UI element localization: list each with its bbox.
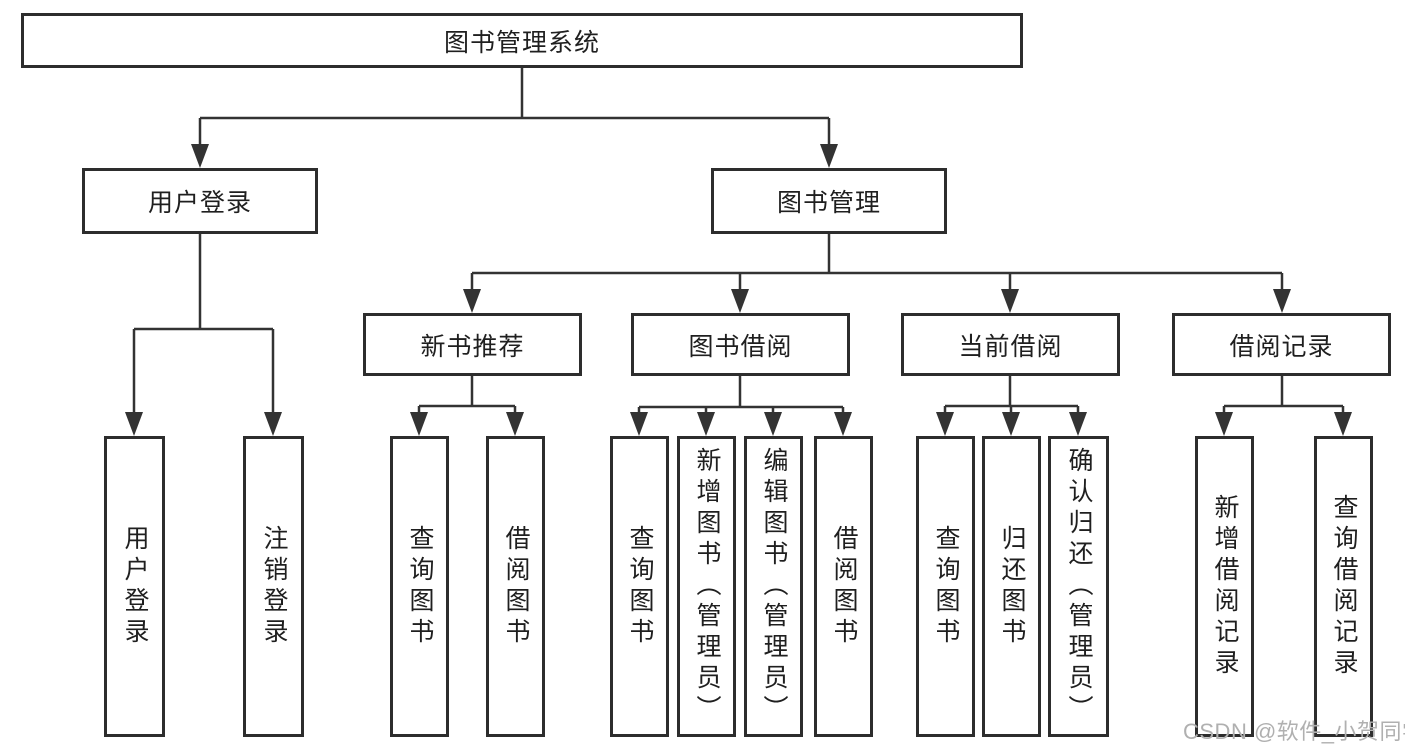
node-user-login: 用户登录 [82,168,318,234]
leaf-label: 确认归还（管理员） [1065,447,1093,726]
leaf-label: 借阅图书 [830,524,858,649]
leaf-query-books-recommend: 查询图书 [390,436,449,737]
node-borrowing-records: 借阅记录 [1172,313,1391,376]
leaf-user-login: 用户登录 [104,436,165,737]
node-label: 新书推荐 [420,332,525,361]
leaf-add-books-admin: 新增图书（管理员） [677,436,736,737]
leaf-edit-books-admin: 编辑图书（管理员） [744,436,803,737]
leaf-confirm-return-admin: 确认归还（管理员） [1048,436,1109,737]
node-book-management: 图书管理 [711,168,947,234]
leaf-label: 查询图书 [932,524,960,649]
leaf-query-borrow-record: 查询借阅记录 [1314,436,1373,737]
leaf-return-books: 归还图书 [982,436,1041,737]
leaf-logout: 注销登录 [243,436,304,737]
leaf-label: 注销登录 [260,524,288,649]
leaf-query-books-current: 查询图书 [916,436,975,737]
node-label: 当前借阅 [958,332,1063,361]
leaf-label: 编辑图书（管理员） [760,447,788,726]
leaf-borrow-books-borrowing: 借阅图书 [814,436,873,737]
node-library-management-system: 图书管理系统 [21,13,1023,68]
node-current-borrowing: 当前借阅 [901,313,1120,376]
leaf-borrow-books-recommend: 借阅图书 [486,436,545,737]
node-book-borrowing: 图书借阅 [631,313,850,376]
leaf-label: 查询图书 [406,524,434,649]
leaf-label: 查询图书 [626,524,654,649]
leaf-label: 查询借阅记录 [1330,493,1358,680]
arrowheads [125,144,1352,436]
leaf-label: 用户登录 [121,524,149,649]
watermark: CSDN @软件_小贺同学 [1183,719,1405,744]
leaf-query-books-borrowing: 查询图书 [610,436,669,737]
node-label: 图书借阅 [688,332,793,361]
leaf-label: 借阅图书 [502,524,530,649]
node-label: 图书管理 [776,189,881,217]
leaf-label: 新增图书（管理员） [693,447,721,726]
node-label: 用户登录 [147,189,252,217]
node-label: 图书管理系统 [443,28,600,57]
node-label: 借阅记录 [1229,332,1334,361]
leaf-label: 归还图书 [998,524,1026,649]
leaf-add-borrow-record: 新增借阅记录 [1195,436,1254,737]
leaf-label: 新增借阅记录 [1211,493,1239,680]
node-new-book-recommendation: 新书推荐 [363,313,582,376]
